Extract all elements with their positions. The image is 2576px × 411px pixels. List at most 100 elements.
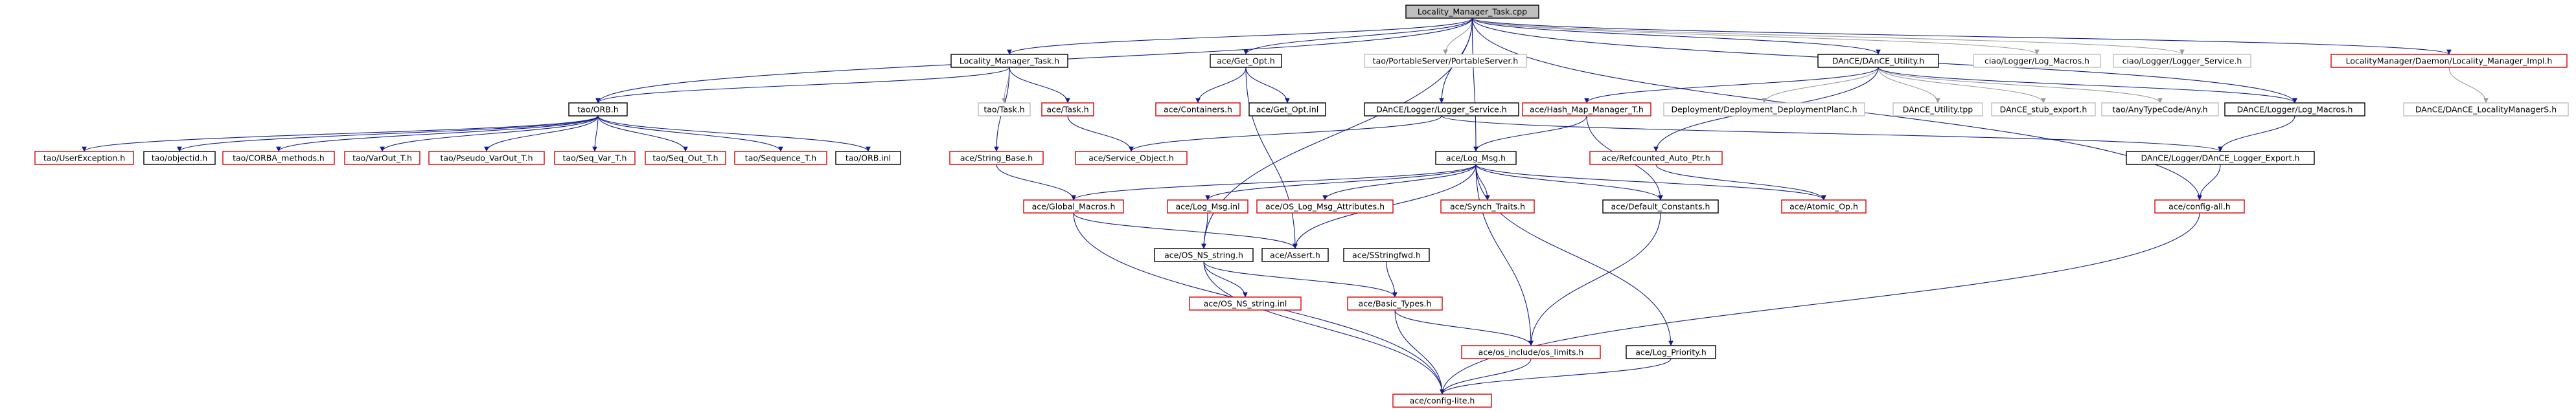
node-get_opt_inl[interactable]: ace/Get_Opt.inl xyxy=(1248,102,1326,117)
node-tao_orb[interactable]: tao/ORB.h xyxy=(568,102,628,117)
node-box[interactable] xyxy=(734,151,827,165)
node-corba_methods[interactable]: tao/CORBA_methods.h xyxy=(222,151,335,165)
node-user_exception[interactable]: tao/UserException.h xyxy=(34,151,134,165)
node-box[interactable] xyxy=(1626,345,1716,359)
node-box[interactable] xyxy=(645,151,726,165)
node-orb_inl[interactable]: tao/ORB.inl xyxy=(835,151,901,165)
node-os_log_msg_attr[interactable]: ace/OS_Log_Msg_Attributes.h xyxy=(1256,199,1394,214)
node-hash_map[interactable]: ace/Hash_Map_Manager_T.h xyxy=(1522,102,1651,117)
node-box[interactable] xyxy=(1602,199,1719,214)
node-os_ns_string_inl[interactable]: ace/OS_NS_string.inl xyxy=(1189,296,1302,311)
node-box[interactable] xyxy=(1167,199,1248,214)
node-sstringfwd[interactable]: ace/SStringfwd.h xyxy=(1343,248,1430,262)
node-box[interactable] xyxy=(1155,102,1241,117)
node-box[interactable] xyxy=(2154,199,2245,214)
node-anytypecode[interactable]: tao/AnyTypeCode/Any.h xyxy=(2101,102,2219,117)
node-default_constants[interactable]: ace/Default_Constants.h xyxy=(1602,199,1719,214)
node-dance_logger_service[interactable]: DAnCE/Logger/Logger_Service.h xyxy=(1364,102,1519,117)
node-deployment_plan[interactable]: Deployment/Deployment_DeploymentPlanC.h xyxy=(1663,102,1865,117)
node-box[interactable] xyxy=(1075,151,1188,165)
node-box[interactable] xyxy=(222,151,335,165)
node-box[interactable] xyxy=(2224,102,2365,117)
node-pseudo_varout[interactable]: tao/Pseudo_VarOut_T.h xyxy=(428,151,545,165)
node-box[interactable] xyxy=(1589,151,1723,165)
node-refcounted_auto_ptr[interactable]: ace/Refcounted_Auto_Ptr.h xyxy=(1589,151,1723,165)
node-box[interactable] xyxy=(1189,296,1302,311)
node-string_base[interactable]: ace/String_Base.h xyxy=(949,151,1044,165)
node-objectid[interactable]: tao/objectid.h xyxy=(143,151,216,165)
node-lmt_h[interactable]: Locality_Manager_Task.h xyxy=(950,54,1068,68)
node-os_ns_string[interactable]: ace/OS_NS_string.h xyxy=(1154,248,1254,262)
node-os_limits[interactable]: ace/os_include/os_limits.h xyxy=(1461,345,1601,359)
node-box[interactable] xyxy=(1041,102,1094,117)
node-box[interactable] xyxy=(1248,102,1326,117)
node-box[interactable] xyxy=(1781,199,1867,214)
node-synch_traits[interactable]: ace/Synch_Traits.h xyxy=(1440,199,1535,214)
node-sequence_t[interactable]: tao/Sequence_T.h xyxy=(734,151,827,165)
node-root[interactable]: Locality_Manager_Task.cpp xyxy=(1405,5,1539,19)
node-box[interactable] xyxy=(1817,54,1939,68)
node-box[interactable] xyxy=(1364,102,1519,117)
node-box[interactable] xyxy=(1343,248,1430,262)
node-dance_logger_export[interactable]: DAnCE/Logger/DAnCE_Logger_Export.h xyxy=(2126,151,2315,165)
node-box[interactable] xyxy=(34,151,134,165)
node-box[interactable] xyxy=(1023,199,1124,214)
node-ace_task[interactable]: ace/Task.h xyxy=(1041,102,1094,117)
node-portable_server[interactable]: tao/PortableServer/PortableServer.h xyxy=(1364,54,1527,68)
node-box[interactable] xyxy=(2113,54,2251,68)
node-log_msg_inl[interactable]: ace/Log_Msg.inl xyxy=(1167,199,1248,214)
node-box[interactable] xyxy=(1347,296,1443,311)
node-ciao_logger_service[interactable]: ciao/Logger/Logger_Service.h xyxy=(2113,54,2251,68)
node-box[interactable] xyxy=(2126,151,2315,165)
node-service_object[interactable]: ace/Service_Object.h xyxy=(1075,151,1188,165)
node-box[interactable] xyxy=(1364,54,1527,68)
node-tao_task[interactable]: tao/Task.h xyxy=(978,102,1031,117)
node-box[interactable] xyxy=(143,151,216,165)
node-box[interactable] xyxy=(1154,248,1254,262)
node-varout[interactable]: tao/VarOut_T.h xyxy=(344,151,420,165)
node-basic_types[interactable]: ace/Basic_Types.h xyxy=(1347,296,1443,311)
node-box[interactable] xyxy=(2101,102,2219,117)
node-box[interactable] xyxy=(1440,199,1535,214)
node-dance_log_macros[interactable]: DAnCE/Logger/Log_Macros.h xyxy=(2224,102,2365,117)
node-dance_utility_tpp[interactable]: DAnCE_Utility.tpp xyxy=(1892,102,1983,117)
node-dance_utility[interactable]: DAnCE/DAnCE_Utility.h xyxy=(1817,54,1939,68)
node-box[interactable] xyxy=(1991,102,2096,117)
node-box[interactable] xyxy=(344,151,420,165)
node-box[interactable] xyxy=(1522,102,1651,117)
node-box[interactable] xyxy=(949,151,1044,165)
node-global_macros[interactable]: ace/Global_Macros.h xyxy=(1023,199,1124,214)
node-box[interactable] xyxy=(950,54,1068,68)
node-box[interactable] xyxy=(978,102,1031,117)
node-log_priority[interactable]: ace/Log_Priority.h xyxy=(1626,345,1716,359)
node-seq_var[interactable]: tao/Seq_Var_T.h xyxy=(554,151,636,165)
node-dance_lm_s[interactable]: DAnCE/DAnCE_LocalityManagerS.h xyxy=(2403,102,2569,117)
node-box[interactable] xyxy=(1261,248,1329,262)
node-dance_stub_export[interactable]: DAnCE_stub_export.h xyxy=(1991,102,2096,117)
node-seq_out[interactable]: tao/Seq_Out_T.h xyxy=(645,151,726,165)
node-config_lite[interactable]: ace/config-lite.h xyxy=(1392,394,1492,408)
node-log_msg[interactable]: ace/Log_Msg.h xyxy=(1435,151,1517,165)
node-box[interactable] xyxy=(1973,54,2101,68)
node-config_all[interactable]: ace/config-all.h xyxy=(2154,199,2245,214)
node-ciao_log_macros[interactable]: ciao/Logger/Log_Macros.h xyxy=(1973,54,2101,68)
node-box[interactable] xyxy=(554,151,636,165)
node-box[interactable] xyxy=(1435,151,1517,165)
node-box[interactable] xyxy=(1663,102,1865,117)
node-ace_containers[interactable]: ace/Containers.h xyxy=(1155,102,1241,117)
node-box[interactable] xyxy=(2403,102,2569,117)
node-box[interactable] xyxy=(568,102,628,117)
node-ace_assert[interactable]: ace/Assert.h xyxy=(1261,248,1329,262)
node-box[interactable] xyxy=(1461,345,1601,359)
node-box[interactable] xyxy=(1210,54,1282,68)
node-box[interactable] xyxy=(428,151,545,165)
node-lm_impl[interactable]: LocalityManager/Daemon/Locality_Manager_… xyxy=(2330,54,2568,68)
node-box[interactable] xyxy=(835,151,901,165)
node-box[interactable] xyxy=(1256,199,1394,214)
node-box[interactable] xyxy=(2330,54,2568,68)
node-atomic_op[interactable]: ace/Atomic_Op.h xyxy=(1781,199,1867,214)
node-get_opt_h[interactable]: ace/Get_Opt.h xyxy=(1210,54,1282,68)
node-box[interactable] xyxy=(1892,102,1983,117)
node-box[interactable] xyxy=(1392,394,1492,408)
node-box[interactable] xyxy=(1405,5,1539,19)
